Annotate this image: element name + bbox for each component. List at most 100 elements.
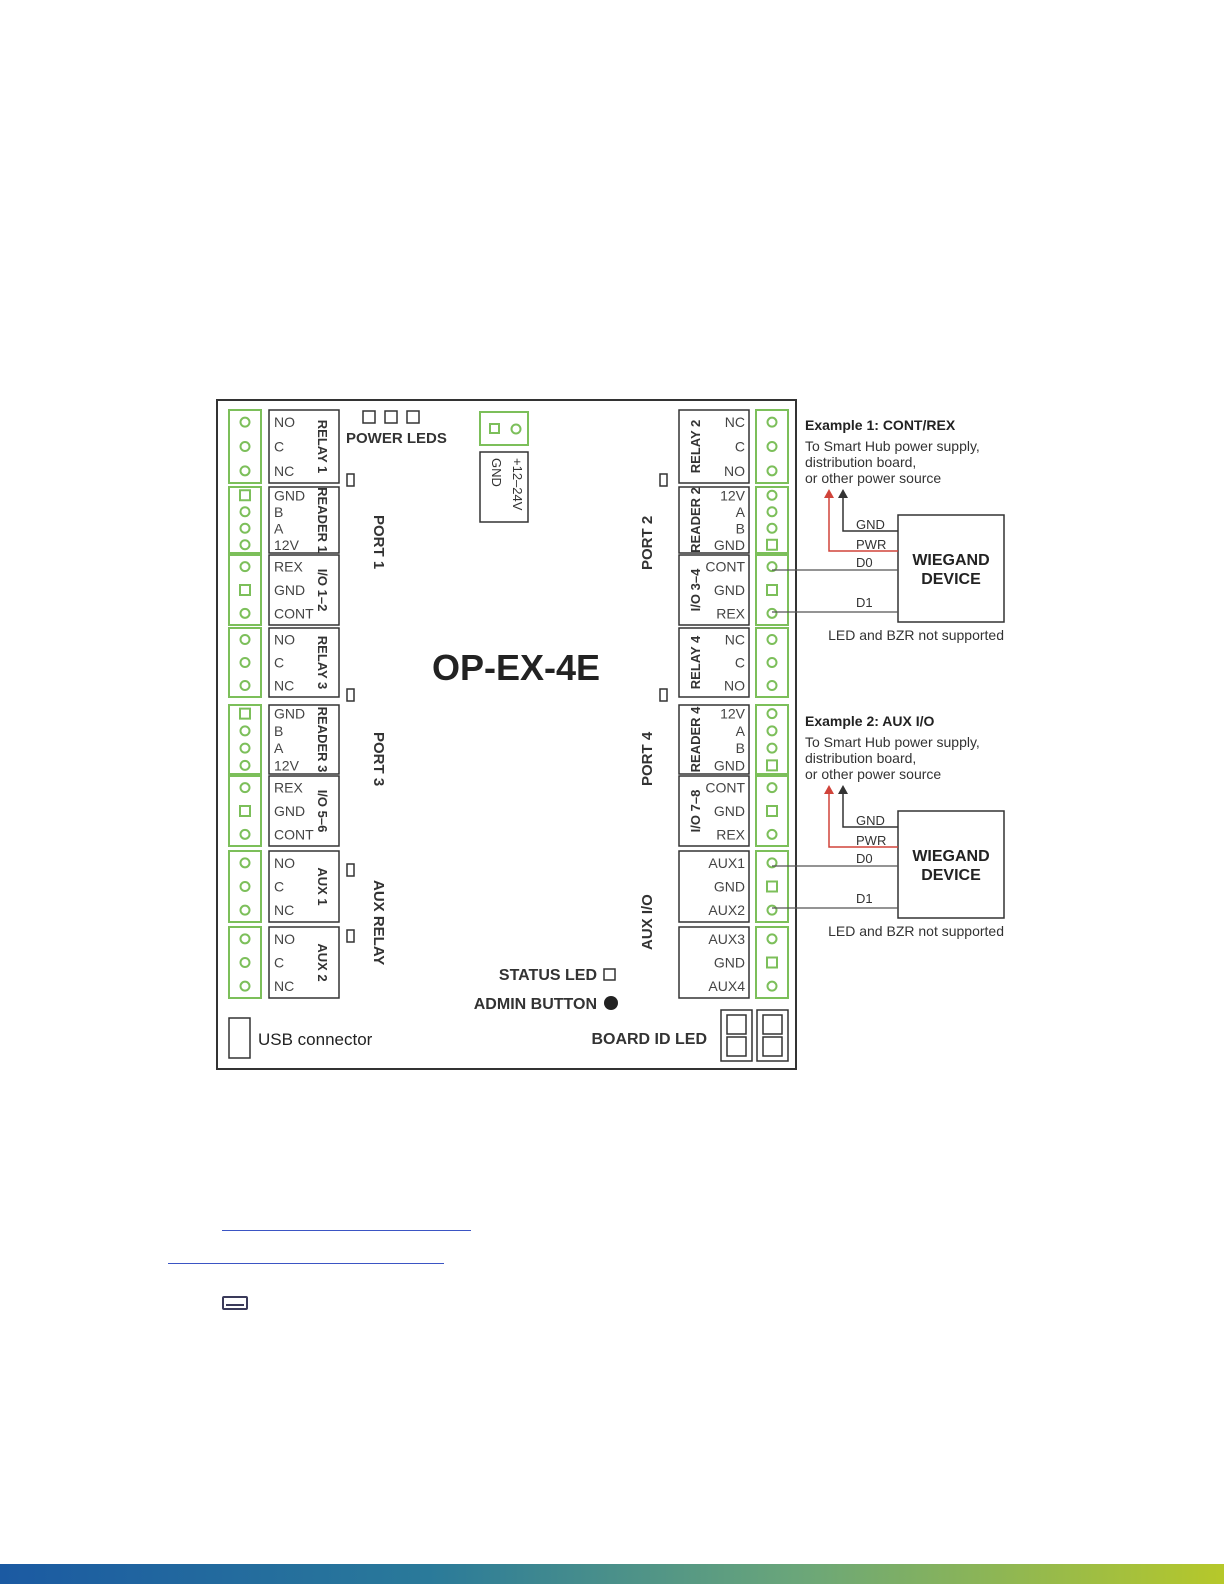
wiring-example-1: Example 1: CONT/REX To Smart Hub power su… xyxy=(772,417,1005,643)
terminal-ground xyxy=(766,759,778,772)
terminal-screw xyxy=(766,680,778,691)
block-name: I/O 1–2 xyxy=(315,569,330,612)
example-description: or other power source xyxy=(805,766,941,782)
terminal-screw xyxy=(239,759,251,771)
usb-connector-icon xyxy=(228,1017,251,1059)
pin-label: C xyxy=(274,655,284,671)
pin-label: CONT xyxy=(274,826,314,842)
terminal-screw xyxy=(766,828,778,840)
power-leds xyxy=(362,410,420,424)
pin-label: C xyxy=(274,955,284,971)
terminal-screw xyxy=(239,465,251,477)
wire-label: D1 xyxy=(856,891,873,906)
pin-label: AUX1 xyxy=(708,855,745,871)
aux-io-label: AUX I/O xyxy=(639,894,656,950)
pin-label: NO xyxy=(274,414,295,430)
status-led xyxy=(603,968,616,981)
port2-label: PORT 2 xyxy=(639,516,656,570)
keyboard-icon xyxy=(222,1296,248,1310)
block-name: RELAY 4 xyxy=(688,635,703,689)
example-title: Example 1: CONT/REX xyxy=(805,417,956,433)
terminal-screw xyxy=(239,904,251,916)
pwr-arrow-icon xyxy=(824,785,834,794)
pin-label-box xyxy=(678,850,750,923)
terminal-screw xyxy=(766,782,778,794)
pin-label-box xyxy=(678,627,750,698)
pin-label-box xyxy=(678,775,750,847)
example-description: To Smart Hub power supply, xyxy=(805,438,980,454)
wiegand-device-label: DEVICE xyxy=(921,571,981,588)
pin-label: A xyxy=(736,504,746,520)
pwr-wire xyxy=(828,793,898,848)
terminal-screw xyxy=(239,522,251,534)
terminal-strip xyxy=(755,486,789,554)
terminal-strip xyxy=(228,704,262,775)
pin-label: A xyxy=(736,723,746,739)
terminal-screw xyxy=(766,725,778,737)
terminal-screw xyxy=(239,742,251,754)
pin-label-box xyxy=(678,554,750,626)
terminal-strip xyxy=(755,926,789,999)
power-positive-label: +12–24V xyxy=(510,458,525,511)
wiring-example-2: Example 2: AUX I/OTo Smart Hub power sup… xyxy=(772,713,1005,939)
block-name: I/O 5–6 xyxy=(315,790,330,833)
pin-label: C xyxy=(735,655,745,671)
terminal-ground xyxy=(239,805,251,817)
block-name: READER 1 xyxy=(315,487,330,553)
terminal-screw xyxy=(766,522,778,534)
wire-label: PWR xyxy=(856,833,886,848)
example-description: distribution board, xyxy=(805,750,916,766)
footer-gradient-bar xyxy=(0,1564,1224,1584)
terminal-screw xyxy=(239,857,251,869)
terminal-screw xyxy=(239,441,251,452)
terminal-screw xyxy=(239,828,251,840)
power-leds-label: POWER LEDS xyxy=(346,430,447,447)
pin-label: B xyxy=(736,740,745,756)
block-name: RELAY 2 xyxy=(688,420,703,473)
pin-label: NC xyxy=(274,678,294,694)
terminal-screw xyxy=(766,561,778,573)
terminal-ground xyxy=(766,805,778,817)
block-name: RELAY 3 xyxy=(315,636,330,689)
gnd-arrow-icon xyxy=(838,785,848,794)
pin-label: 12V xyxy=(720,706,746,722)
pin-label: GND xyxy=(714,757,745,773)
pin-label-box xyxy=(268,704,340,775)
terminal-ground xyxy=(239,707,251,720)
pin-label: REX xyxy=(716,605,745,621)
terminal-screw xyxy=(766,904,778,916)
pin-label: A xyxy=(274,520,284,536)
terminal-screw xyxy=(239,725,251,737)
block-name: RELAY 1 xyxy=(315,420,330,473)
block-name: AUX 1 xyxy=(315,867,330,905)
pin-label-box xyxy=(268,627,340,698)
wiegand-device-label: DEVICE xyxy=(921,867,981,884)
terminal-screw xyxy=(239,680,251,691)
link-underline[interactable] xyxy=(222,1230,471,1231)
terminal-screw xyxy=(239,957,251,968)
pin-label: NO xyxy=(724,463,745,479)
link-underline[interactable] xyxy=(168,1263,444,1264)
terminal-ground xyxy=(766,584,778,596)
wiegand-device-label: WIEGAND xyxy=(912,848,989,865)
terminal-screw xyxy=(766,857,778,869)
terminal-screw xyxy=(239,782,251,794)
example-description: or other power source xyxy=(805,470,941,486)
pin-label: GND xyxy=(274,706,305,722)
pin-label: NC xyxy=(274,463,294,479)
pin-label: GND xyxy=(714,582,745,598)
terminal-screw xyxy=(766,465,778,477)
usb-connector-label: USB connector xyxy=(258,1030,373,1049)
gnd-arrow-icon xyxy=(838,489,848,498)
admin-button-label: ADMIN BUTTON xyxy=(474,996,597,1013)
pin-label-box xyxy=(678,704,750,775)
board-id-led-label: BOARD ID LED xyxy=(591,1031,707,1048)
